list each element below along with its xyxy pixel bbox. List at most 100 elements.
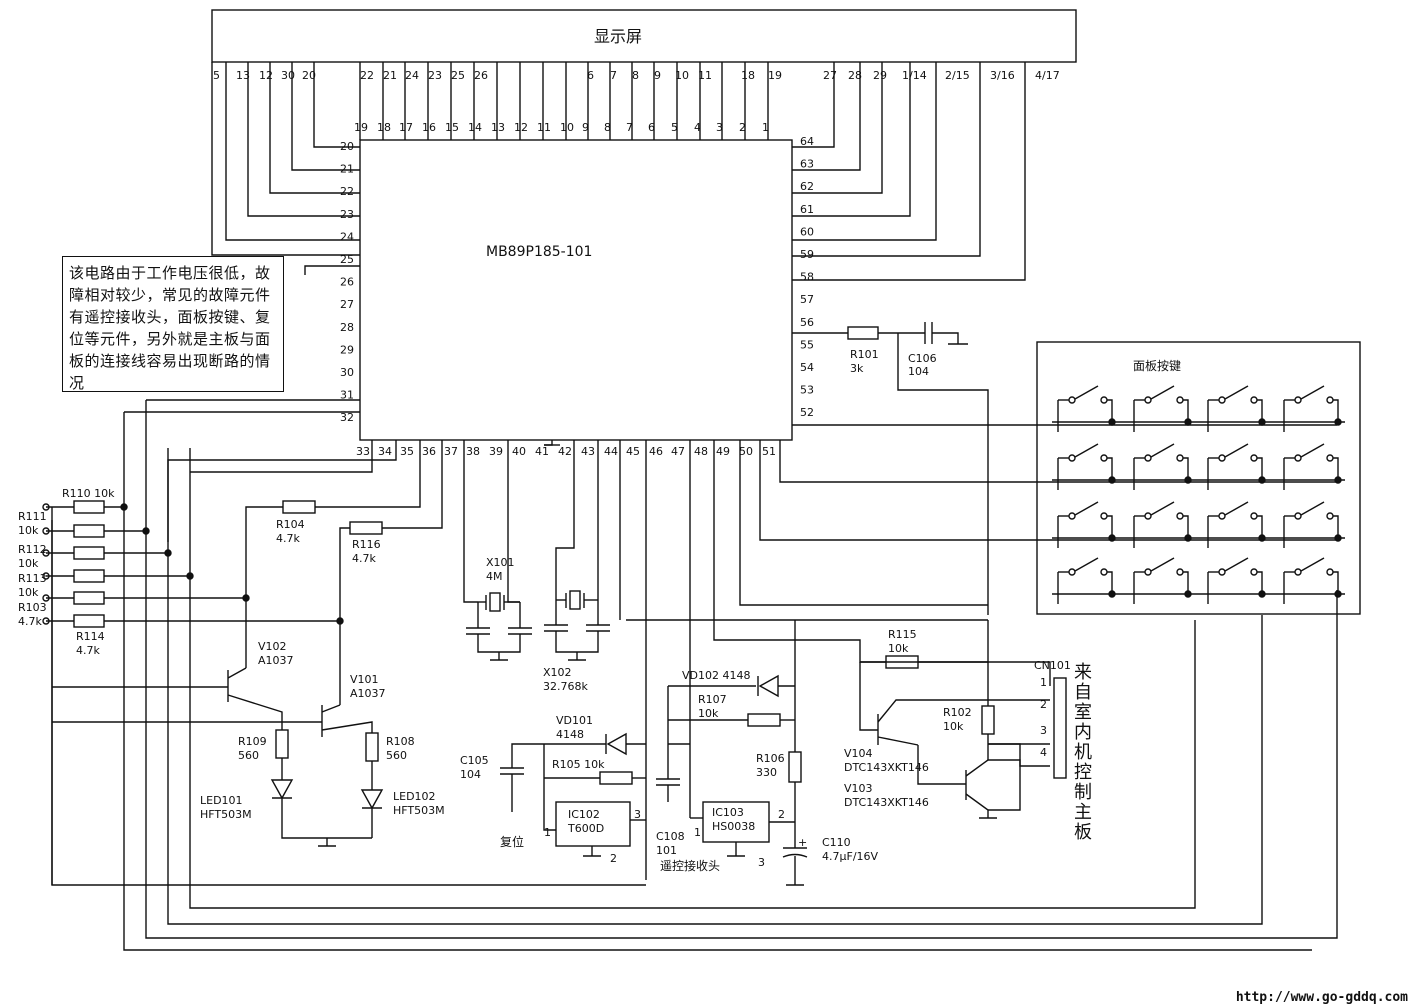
svg-text:10k: 10k <box>18 557 39 570</box>
display-pin-label: 5 <box>213 69 220 82</box>
svg-text:遥控接收头: 遥控接收头 <box>660 858 720 873</box>
svg-text:2: 2 <box>610 852 617 865</box>
svg-text:R110 10k: R110 10k <box>62 487 115 500</box>
display-pin-label: 27 <box>823 69 837 82</box>
cn101-caption-char: 控 <box>1074 762 1092 783</box>
mcu-pin-label: 20 <box>340 140 354 153</box>
svg-text:4.7k: 4.7k <box>276 532 300 545</box>
r108-resistor <box>365 732 379 762</box>
display-pin-label: 24 <box>405 69 419 82</box>
mcu-pin-label: 42 <box>558 445 572 458</box>
svg-text:4148: 4148 <box>556 728 584 741</box>
r101-label: R101 <box>850 348 879 361</box>
keypad-panel <box>1036 341 1361 615</box>
r106-resistor <box>788 751 802 783</box>
cn101-caption-char: 室 <box>1074 702 1092 723</box>
display-pin-label: 28 <box>848 69 862 82</box>
ic102-chip <box>555 801 631 847</box>
svg-text:LED101: LED101 <box>200 794 243 807</box>
cn101-pin-label: 3 <box>1040 724 1047 737</box>
svg-text:V102: V102 <box>258 640 287 653</box>
mcu-pin-label: 46 <box>649 445 663 458</box>
mcu-pin-label: 56 <box>800 316 814 329</box>
svg-text:A1037: A1037 <box>258 654 294 667</box>
svg-text:4M: 4M <box>486 570 503 583</box>
svg-text:VD102 4148: VD102 4148 <box>682 669 750 682</box>
cn101-connector <box>1053 677 1067 779</box>
svg-text:T600D: T600D <box>567 822 604 835</box>
svg-text:R112: R112 <box>18 543 47 556</box>
mcu-pin-label: 14 <box>468 121 482 134</box>
mcu-wires <box>124 399 1337 426</box>
cn101-pin-label: 2 <box>1040 698 1047 711</box>
mcu-pin-label: 34 <box>378 445 392 458</box>
svg-text:IC102: IC102 <box>568 808 600 821</box>
mcu-pin-label: 5 <box>671 121 678 134</box>
mcu-pin-label: 49 <box>716 445 730 458</box>
resistor <box>73 546 105 560</box>
svg-text:R116: R116 <box>352 538 381 551</box>
mcu-pin-label: 21 <box>340 163 354 176</box>
cn101-caption-char: 机 <box>1074 742 1092 763</box>
r105-resistor <box>599 771 633 785</box>
mcu-pin-label: 53 <box>800 384 814 397</box>
r107-resistor <box>747 713 781 727</box>
mcu-pin-label: 12 <box>514 121 528 134</box>
c106-label: C106 <box>908 352 937 365</box>
cn101-pin-label: 4 <box>1040 746 1047 759</box>
resistor <box>73 591 105 605</box>
mcu-pin-label: 61 <box>800 203 814 216</box>
svg-text:560: 560 <box>238 749 259 762</box>
svg-text:R113: R113 <box>18 572 47 585</box>
display-pin-label: 22 <box>360 69 374 82</box>
cn101-caption-char: 内 <box>1074 722 1092 743</box>
mcu-pin-label: 18 <box>377 121 391 134</box>
r116-resistor <box>349 521 383 535</box>
svg-text:10k: 10k <box>943 720 964 733</box>
mcu-pin-label: 54 <box>800 361 814 374</box>
display-pin-label: 4/17 <box>1035 69 1060 82</box>
display-pin-label: 21 <box>383 69 397 82</box>
display-pin-label: 29 <box>873 69 887 82</box>
cn101-caption-char: 来 <box>1074 662 1092 683</box>
svg-text:10k: 10k <box>18 524 39 537</box>
display-pin-label: 19 <box>768 69 782 82</box>
cn101-pin-label: 1 <box>1040 676 1047 689</box>
mcu-pin-label: 62 <box>800 180 814 193</box>
svg-text:3k: 3k <box>850 362 864 375</box>
svg-text:10k: 10k <box>698 707 719 720</box>
svg-text:HFT503M: HFT503M <box>393 804 445 817</box>
svg-text:330: 330 <box>756 766 777 779</box>
mcu-pin-label: 58 <box>800 271 814 284</box>
mcu-pin-label: 3 <box>716 121 723 134</box>
mcu-pin-label: 44 <box>604 445 618 458</box>
display-pin-label: 10 <box>675 69 689 82</box>
mcu-pin-label: 52 <box>800 406 814 419</box>
mcu-pin-label: 17 <box>399 121 413 134</box>
svg-text:4.7k: 4.7k <box>76 644 100 657</box>
mcu-pin-label: 59 <box>800 248 814 261</box>
mcu-pin-label: 15 <box>445 121 459 134</box>
mcu-pin-label: 6 <box>648 121 655 134</box>
svg-text:1: 1 <box>694 826 701 839</box>
mcu-pin-label: 10 <box>560 121 574 134</box>
svg-text:10k: 10k <box>888 642 909 655</box>
svg-text:R109: R109 <box>238 735 267 748</box>
display-pin-label: 12 <box>259 69 273 82</box>
svg-text:2: 2 <box>778 808 785 821</box>
svg-text:R114: R114 <box>76 630 105 643</box>
mcu-pin-label: 35 <box>400 445 414 458</box>
mcu-pin-label: 63 <box>800 158 814 171</box>
mcu-pin-label: 24 <box>340 230 354 243</box>
mcu-pin-label: 40 <box>512 445 526 458</box>
svg-text:CN101: CN101 <box>1034 659 1071 672</box>
mcu-pin-label: 57 <box>800 293 814 306</box>
mcu-pin-label: 64 <box>800 135 814 148</box>
svg-text:X101: X101 <box>486 556 515 569</box>
mcu-pin-label: 16 <box>422 121 436 134</box>
mcu-pin-label: 51 <box>762 445 776 458</box>
display-pin-label: 9 <box>654 69 661 82</box>
